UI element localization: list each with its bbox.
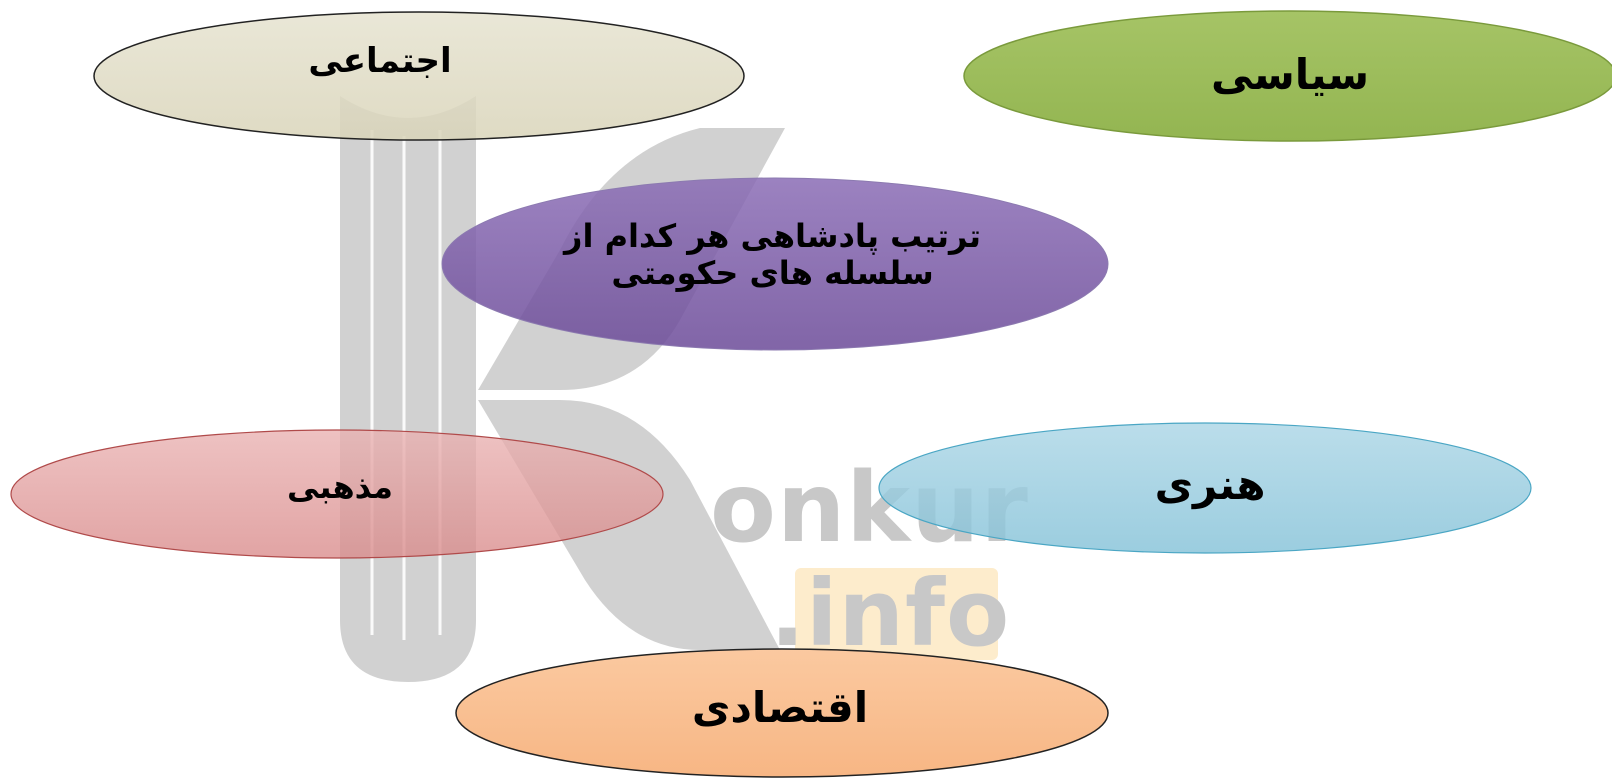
center-label: ترتیب پادشاهی هر کدام از سلسله های حکومت… [564, 217, 981, 292]
node-social-ellipse [93, 11, 745, 141]
center-ellipse [441, 177, 1109, 351]
node-artistic-ellipse [878, 422, 1532, 554]
node-social-label: اجتماعی [308, 41, 452, 82]
node-artistic-label: هنری [1154, 459, 1266, 509]
node-religious-label: مذهبی [287, 467, 393, 506]
node-political-ellipse [963, 10, 1612, 142]
node-economic-ellipse [455, 648, 1109, 778]
watermark-info-badge [795, 568, 998, 660]
node-religious-ellipse [10, 429, 664, 559]
node-economic-label: اقتصادی [691, 682, 869, 732]
node-political-label: سیاسی [1211, 49, 1370, 99]
